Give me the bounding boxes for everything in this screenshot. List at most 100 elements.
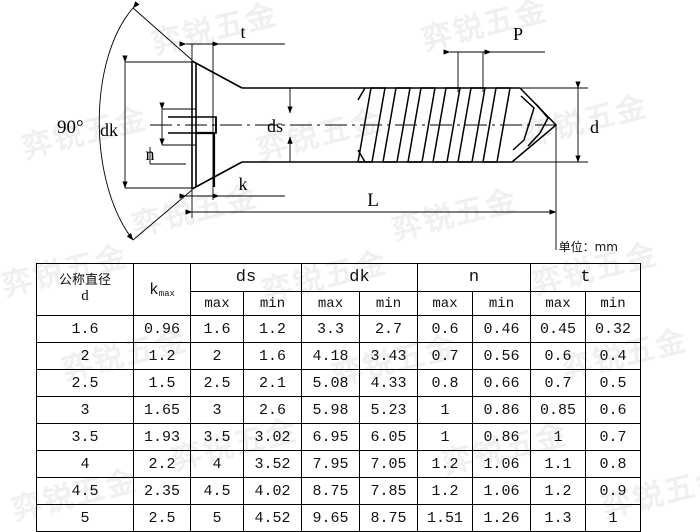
ds-label: ds bbox=[267, 116, 283, 136]
table-cell: 7.95 bbox=[301, 450, 360, 478]
table-cell: 2.5 bbox=[133, 504, 191, 532]
table-cell: 5.23 bbox=[359, 396, 418, 424]
table-cell: 0.32 bbox=[585, 315, 642, 343]
table-cell: 1.2 bbox=[133, 342, 191, 370]
screw-thread bbox=[357, 87, 520, 163]
table-cell: 0.9 bbox=[585, 477, 642, 505]
table-cell: 2 bbox=[190, 342, 244, 370]
table-cell: 3.02 bbox=[243, 423, 302, 451]
table-cell: 3 bbox=[36, 396, 134, 424]
table-cell: 7.05 bbox=[359, 450, 418, 478]
header-k-sub: max bbox=[158, 288, 175, 299]
table-cell: 0.8 bbox=[585, 450, 642, 478]
angle-label: 90° bbox=[57, 117, 84, 138]
d-label: d bbox=[590, 117, 599, 137]
table-cell: 1.2 bbox=[530, 477, 587, 505]
table-cell: 1.06 bbox=[471, 450, 532, 478]
table-cell: 0.46 bbox=[471, 315, 532, 343]
header-ds: ds bbox=[190, 263, 302, 292]
dk-label: dk bbox=[100, 120, 118, 140]
table-cell: 2.35 bbox=[133, 477, 191, 505]
table-cell: 1.6 bbox=[190, 315, 244, 343]
table-cell: 3 bbox=[190, 396, 244, 424]
subheader-n-min: min bbox=[471, 291, 532, 316]
header-k-sym: k bbox=[149, 280, 159, 299]
header-nominal-diameter-cn: 公称直径 bbox=[58, 273, 111, 288]
n-label: n bbox=[146, 144, 155, 164]
subheader-dk-max: max bbox=[301, 291, 360, 316]
table-cell: 0.7 bbox=[585, 423, 642, 451]
table-cell: 2.2 bbox=[133, 450, 191, 478]
table-cell: 2.5 bbox=[36, 369, 134, 397]
subheader-t-max: max bbox=[530, 291, 587, 316]
table-head: 公称直径 d kmax ds dk n t max min max min ma… bbox=[36, 263, 642, 316]
header-n: n bbox=[416, 263, 532, 292]
table-header-row-main: 公称直径 d kmax ds dk n t bbox=[36, 263, 642, 316]
dim-dk bbox=[122, 55, 192, 189]
cone-leader-lines bbox=[132, 7, 193, 241]
table-cell: 1.3 bbox=[530, 504, 587, 532]
table-cell: 4.52 bbox=[243, 504, 302, 532]
table-cell: 3.43 bbox=[359, 342, 418, 370]
table-cell: 3.3 bbox=[301, 315, 360, 343]
subheader-ds-max: max bbox=[190, 291, 244, 316]
table-cell: 4.02 bbox=[243, 477, 302, 505]
table-cell: 1.06 bbox=[471, 477, 532, 505]
table-cell: 4.33 bbox=[359, 369, 418, 397]
table-cell: 0.4 bbox=[585, 342, 642, 370]
table-cell: 0.85 bbox=[530, 396, 587, 424]
table-cell: 2.1 bbox=[243, 369, 302, 397]
k-label: k bbox=[239, 174, 248, 194]
table-cell: 0.66 bbox=[471, 369, 532, 397]
unit-note: 单位：mm bbox=[558, 240, 618, 254]
header-dk: dk bbox=[301, 263, 418, 292]
dim-n bbox=[149, 102, 196, 165]
dim-p bbox=[443, 49, 545, 92]
table-cell: 4.18 bbox=[301, 342, 360, 370]
length-label: L bbox=[367, 190, 379, 211]
table-cell: 0.7 bbox=[417, 342, 473, 370]
table-cell: 6.05 bbox=[359, 423, 418, 451]
table-cell: 5.98 bbox=[301, 396, 360, 424]
dim-t bbox=[179, 41, 285, 100]
table-header-row-sub: max min max min max min max min bbox=[37, 291, 642, 316]
table-cell: 1.2 bbox=[417, 477, 473, 505]
table-cell: 2 bbox=[36, 342, 134, 370]
table-cell: 4.5 bbox=[190, 477, 244, 505]
table-cell: 0.86 bbox=[471, 423, 532, 451]
table-cell: 0.56 bbox=[471, 342, 532, 370]
table-cell: 3.5 bbox=[36, 423, 134, 451]
table-cell: 1.26 bbox=[471, 504, 532, 532]
table-cell: 8.75 bbox=[359, 504, 418, 532]
table-cell: 1.6 bbox=[36, 315, 134, 343]
table-cell: 1.6 bbox=[243, 342, 302, 370]
table-cell: 3.52 bbox=[243, 450, 302, 478]
table-cell: 0.6 bbox=[585, 396, 642, 424]
table-cell: 3.5 bbox=[190, 423, 244, 451]
table-cell: 5.08 bbox=[301, 369, 360, 397]
table-cell: 2.6 bbox=[243, 396, 302, 424]
table-cell: 9.65 bbox=[301, 504, 360, 532]
table-cell: 1.51 bbox=[417, 504, 473, 532]
subheader-dk-min: min bbox=[359, 291, 418, 316]
table-cell: 1 bbox=[530, 423, 587, 451]
screw-technical-drawing: 90° dk n bbox=[57, 1, 599, 250]
header-t: t bbox=[530, 263, 642, 292]
subheader-ds-min: min bbox=[243, 291, 302, 316]
table-cell: 0.6 bbox=[530, 342, 587, 370]
table-cell: 4 bbox=[190, 450, 244, 478]
table-cell: 2.7 bbox=[359, 315, 418, 343]
dim-l bbox=[185, 125, 557, 250]
p-label: P bbox=[513, 24, 523, 44]
angle-arc-90 bbox=[98, 1, 140, 241]
table-cell: 1.93 bbox=[133, 423, 191, 451]
